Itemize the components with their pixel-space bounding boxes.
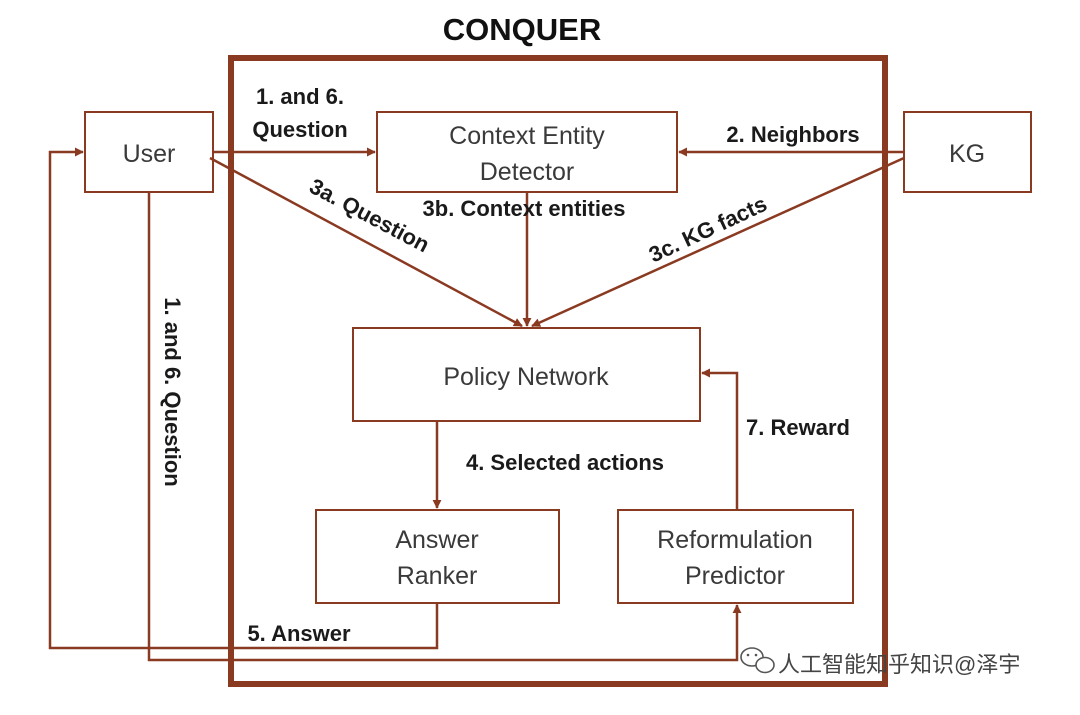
edge-label-selected-actions: 4. Selected actions — [466, 450, 664, 475]
policy-network-label: Policy Network — [443, 363, 609, 391]
kg-label: KG — [949, 140, 985, 168]
context-entity-detector-label-line1: Context Entity — [449, 122, 605, 150]
reformulation-predictor-label-line2: Predictor — [685, 562, 785, 590]
wechat-icon — [740, 647, 775, 674]
diagram-title: CONQUER — [443, 12, 601, 47]
kg-node: KG — [903, 111, 1032, 193]
edge-label-question-top-line2: Question — [252, 117, 347, 142]
edge-ranker-to-user — [48, 147, 439, 650]
edge-label-reward: 7. Reward — [746, 415, 850, 440]
policy-network-node: Policy Network — [352, 327, 701, 422]
edge-user-to-policy — [209, 156, 523, 328]
answer-ranker-label-line1: Answer — [395, 526, 478, 554]
edge-label-question-vertical: 1. and 6. Question — [160, 297, 185, 486]
context-entity-detector-node: Context Entity Detector — [376, 111, 678, 193]
watermark: 人工智能知乎知识@泽宇 — [740, 647, 1020, 677]
edge-reward-to-policy — [701, 368, 739, 510]
edge-label-neighbors: 2. Neighbors — [726, 122, 859, 147]
answer-ranker-node: Answer Ranker — [315, 509, 560, 604]
edge-label-context-entities: 3b. Context entities — [423, 196, 626, 221]
answer-ranker-label-line2: Ranker — [397, 562, 478, 590]
user-label: User — [123, 140, 176, 168]
reformulation-predictor-label-line1: Reformulation — [657, 526, 813, 554]
context-entity-detector-label-line2: Detector — [480, 158, 574, 186]
reformulation-predictor-node: Reformulation Predictor — [617, 509, 854, 604]
conquer-container — [228, 55, 888, 687]
edge-label-answer: 5. Answer — [247, 621, 351, 646]
edge-label-question-top-line1: 1. and 6. — [256, 84, 344, 109]
edge-kg-to-policy — [531, 156, 905, 328]
edge-label-kg-facts: 3c. KG facts — [645, 191, 771, 267]
edge-user-to-reformulation — [147, 192, 742, 662]
watermark-text: 人工智能知乎知识@泽宇 — [778, 652, 1020, 677]
user-node: User — [84, 111, 214, 193]
